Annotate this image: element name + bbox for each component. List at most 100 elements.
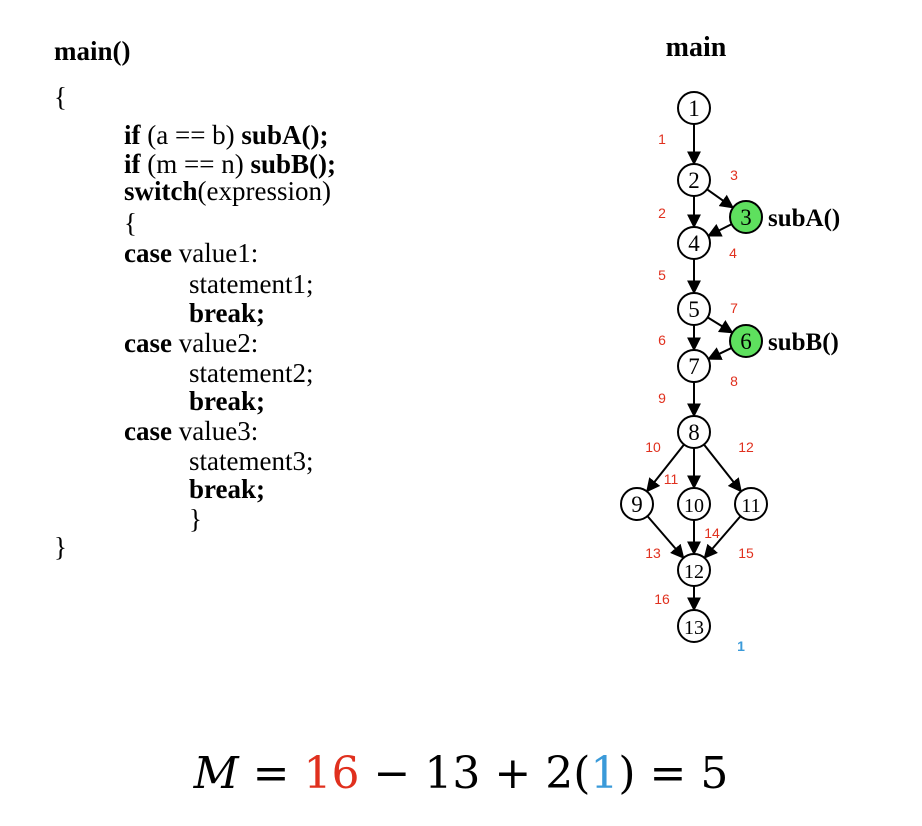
code-token: value3:: [171, 416, 259, 446]
edge-label-8-9: 10: [645, 439, 661, 455]
cyclomatic-formula: M = 16 − 13 + 2(1) = 5: [0, 748, 922, 799]
code-line: main(): [54, 38, 131, 65]
node-label-12: 12: [684, 561, 704, 583]
component-count-label: 1: [737, 638, 745, 654]
code-line: if (m == n) subB();: [124, 151, 336, 178]
node-caption-6: subB(): [768, 329, 839, 356]
node-3: [729, 200, 763, 234]
edge-label-2-4: 2: [658, 205, 666, 221]
node-12: [677, 553, 711, 587]
code-token: {: [54, 82, 67, 112]
code-token: (expression): [197, 176, 331, 206]
edge-label-5-7: 6: [658, 332, 666, 348]
edge-11-12: [703, 515, 742, 559]
code-line: {: [124, 210, 137, 237]
code-token: case: [124, 238, 172, 268]
node-8: [677, 415, 711, 449]
formula-lhs: M: [193, 748, 239, 799]
node-4: [677, 226, 711, 260]
code-token: }: [189, 504, 202, 534]
node-label-5: 5: [688, 297, 700, 322]
node-6: [729, 324, 763, 358]
node-label-8: 8: [688, 420, 700, 445]
formula-eq: =: [238, 748, 304, 799]
code-token: value1:: [171, 238, 259, 268]
code-token: statement2;: [189, 358, 314, 388]
edge-3-4: [707, 223, 733, 237]
node-label-7: 7: [688, 354, 700, 379]
node-label-1: 1: [688, 96, 700, 121]
code-line: {: [54, 84, 67, 111]
code-token: statement1;: [189, 269, 314, 299]
node-13: [677, 609, 711, 643]
edge-label-3-4: 4: [729, 245, 737, 261]
edge-8-9: [646, 443, 685, 493]
code-line: statement3;: [189, 448, 313, 475]
code-line: break;: [189, 476, 265, 503]
node-label-9: 9: [631, 492, 643, 517]
edge-label-1-2: 1: [658, 131, 666, 147]
edge-label-12-13: 16: [654, 591, 670, 607]
code-token: if: [124, 149, 141, 179]
code-token: switch: [124, 176, 198, 206]
code-token: (m == n): [140, 149, 251, 179]
edge-2-3: [706, 188, 735, 209]
edge-5-6: [707, 316, 734, 334]
node-label-11: 11: [741, 495, 760, 517]
edge-label-10-12: 14: [704, 525, 720, 541]
formula-component-count: 1: [590, 748, 619, 799]
formula-mid: − 13 + 2(: [359, 748, 591, 799]
code-line: switch(expression): [124, 178, 331, 205]
node-label-3: 3: [740, 205, 752, 230]
code-line: }: [54, 534, 67, 561]
edge-label-8-10: 11: [664, 471, 679, 487]
graph-title: main: [666, 32, 727, 63]
code-token: statement3;: [189, 446, 314, 476]
code-line: case value2:: [124, 330, 258, 357]
edge-label-4-5: 5: [658, 267, 666, 283]
node-label-10: 10: [684, 495, 704, 517]
edge-label-7-8: 9: [658, 390, 666, 406]
edge-8-11: [703, 443, 742, 493]
code-token: subA();: [241, 120, 329, 150]
code-token: value2:: [171, 328, 259, 358]
edge-6-7: [707, 347, 733, 360]
formula-result: ) = 5: [618, 748, 729, 799]
code-token: (a == b): [140, 120, 242, 150]
edge-label-5-6: 7: [730, 300, 738, 316]
code-token: break;: [189, 386, 266, 416]
edge-label-8-11: 12: [738, 439, 754, 455]
code-token: {: [124, 208, 137, 238]
node-label-2: 2: [688, 168, 700, 193]
node-5: [677, 292, 711, 326]
node-1: [677, 91, 711, 125]
node-10: [677, 487, 711, 521]
node-label-6: 6: [740, 329, 752, 354]
node-9: [620, 487, 654, 521]
code-token: break;: [189, 298, 266, 328]
code-line: statement2;: [189, 360, 313, 387]
edge-label-2-3: 3: [730, 167, 738, 183]
code-line: }: [189, 506, 202, 533]
node-11: [734, 487, 768, 521]
node-2: [677, 163, 711, 197]
edge-label-6-7: 8: [730, 373, 738, 389]
edge-label-9-12: 13: [645, 545, 661, 561]
code-line: statement1;: [189, 271, 313, 298]
code-token: }: [54, 532, 67, 562]
code-token: subB();: [250, 149, 336, 179]
code-line: break;: [189, 300, 265, 327]
code-token: case: [124, 416, 172, 446]
edge-label-11-12: 15: [738, 545, 754, 561]
formula-edge-count: 16: [303, 748, 360, 799]
edge-9-12: [646, 515, 685, 559]
node-label-13: 13: [684, 617, 704, 639]
node-caption-3: subA(): [768, 205, 840, 232]
code-line: case value3:: [124, 418, 258, 445]
code-token: break;: [189, 474, 266, 504]
node-7: [677, 349, 711, 383]
node-label-4: 4: [688, 231, 700, 256]
code-token: case: [124, 328, 172, 358]
